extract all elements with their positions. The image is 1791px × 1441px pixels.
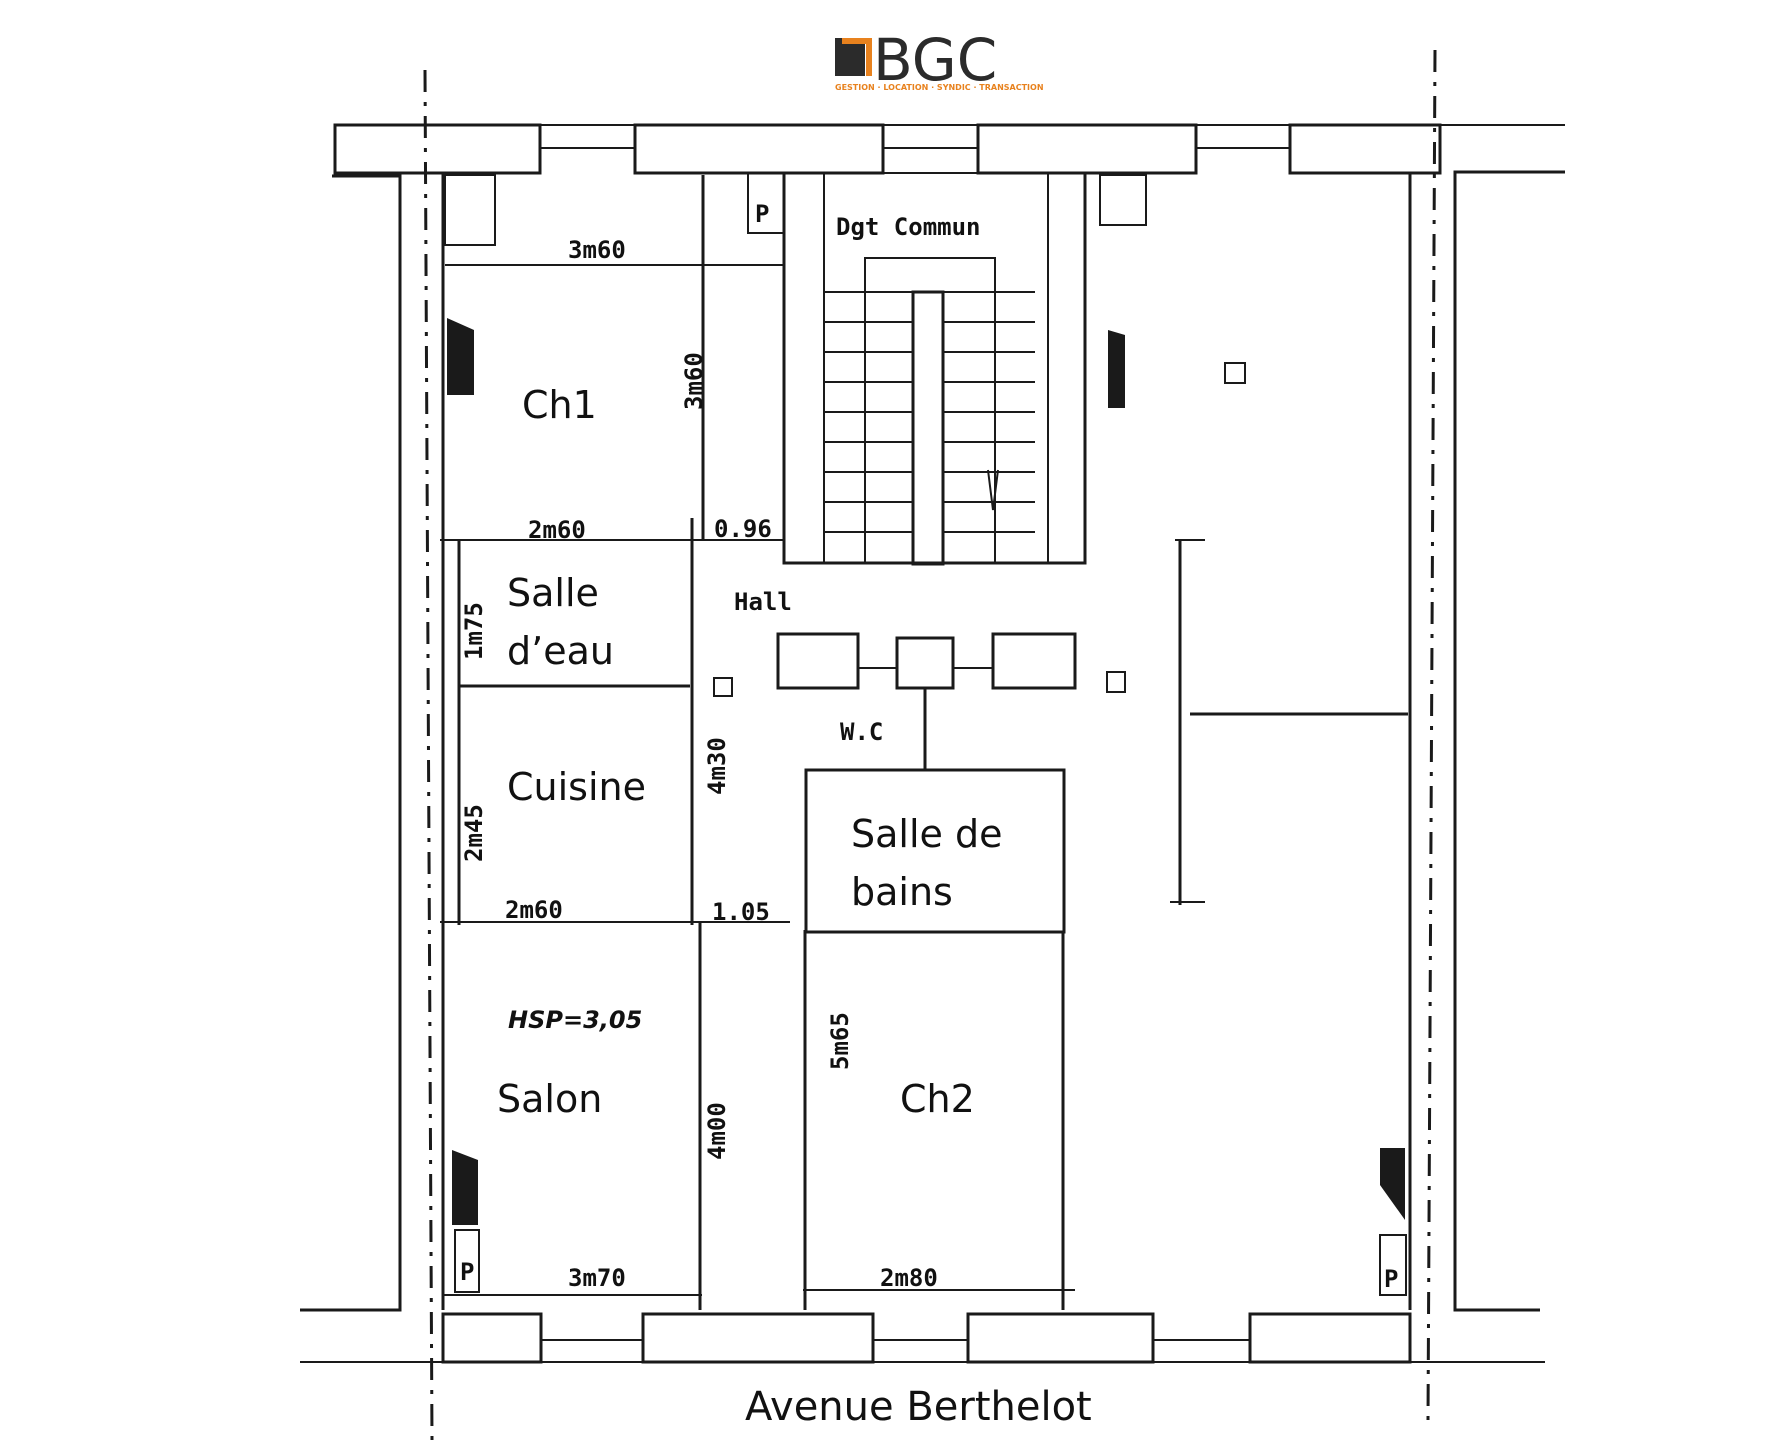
top-pier-2 [633,123,885,175]
left-neighbor-wall [300,174,402,1312]
ch1-label: Ch1 [522,383,597,427]
cuisine-dim-height: 2m45 [460,804,488,862]
wc-block [895,636,955,690]
right-neighbor-wall [1453,170,1565,1312]
ch1-dim-height: 3m60 [680,352,708,410]
salle-bains-label-1: Salle de [851,812,1002,856]
logo-bar-orange [842,38,872,44]
top-pier-3 [976,123,1198,175]
duct-icon-right [1106,671,1126,693]
logo-bar-orange-vertical [866,38,872,76]
neighbor-fireplace-top-icon [1108,330,1125,408]
ch1-cupboard [444,174,496,246]
stair-arrow-icon [987,469,999,511]
ch2-label: Ch2 [900,1077,975,1121]
salle-bains-walls [804,768,1066,934]
hall-label: Hall [734,588,792,616]
passage-dim-mid: 1.05 [712,898,770,926]
neighbor-fireplace-bottom-icon [1380,1148,1405,1220]
duct-icon-top [1224,362,1246,384]
salon-cupboard [454,1229,480,1293]
cuisine-dim-bottom: 2m60 [505,896,563,924]
neighbor-cupboard-label: P [1384,1265,1398,1293]
wc-label: W.C [840,718,883,746]
axis-line-left [423,69,434,1441]
ch2-dim-height: 5m65 [826,1012,854,1070]
salon-dim-height: 4m00 [703,1102,731,1160]
neighbor-apartment: P [1099,174,1408,1296]
logo-name: BGC [873,26,997,94]
stairwell: Dgt Commun P [747,172,1087,566]
ch1-dim-width: 3m60 [568,236,626,264]
salle-eau-dim-height: 1m75 [460,602,488,660]
room-salle-bains: Salle de bains [804,768,1066,934]
ch1-fireplace-icon [447,318,474,395]
placard-top-label: P [755,200,769,228]
axis-line-right [1426,49,1437,1421]
placard-top [747,172,785,234]
stair-well-core [911,290,945,566]
passage-dim-top: 0.96 [714,515,772,543]
room-ch2: 5m65 2m80 Ch2 [803,930,1075,1310]
exterior-walls [300,123,1565,1364]
salon-cupboard-label: P [460,1258,474,1286]
hall-closet-2 [991,632,1077,690]
bottom-pier-3 [966,1312,1155,1364]
room-salon: P HSP=3,05 Salon 4m00 3m70 [443,922,731,1310]
ceiling-height-note: HSP=3,05 [508,1006,642,1034]
bottom-pier-1 [441,1312,543,1364]
bgc-logo: BGC GESTION · LOCATION · SYNDIC · TRANSA… [835,26,1044,94]
salle-eau-label-2: d’eau [507,629,614,673]
ch2-dim-width: 2m80 [880,1264,938,1292]
stair-outline [864,257,996,564]
logo-tagline: GESTION · LOCATION · SYNDIC · TRANSACTIO… [835,83,1044,92]
room-salle-eau: 1m75 Salle d’eau [457,518,694,925]
duct-icon-left [713,677,733,697]
salle-bains-label-2: bains [851,870,953,914]
cuisine-label: Cuisine [507,765,646,809]
room-hall: Hall W.C 4m30 [703,362,1246,795]
bottom-pier-2 [641,1312,875,1364]
logo-square-dark [835,38,865,76]
dgt-commun-label: Dgt Commun [836,213,981,241]
hall-dim-height: 4m30 [703,737,731,795]
hall-closet-1 [776,632,860,690]
bottom-pier-4 [1248,1312,1412,1364]
neighbor-cupboard-top [1099,174,1147,226]
room-ch1: 3m60 3m60 2m60 0.96 Ch1 [440,174,785,544]
top-pier-1 [333,123,542,175]
salle-eau-label-1: Salle [507,571,599,615]
street-name: Avenue Berthelot [745,1384,1092,1430]
salon-dim-width: 3m70 [568,1264,626,1292]
salon-label: Salon [497,1077,602,1121]
top-pier-4 [1288,123,1442,175]
ch1-dim-bottom: 2m60 [528,516,586,544]
neighbor-cupboard-bottom [1379,1234,1407,1296]
salon-fireplace-icon [452,1150,478,1225]
room-cuisine: 2m45 2m60 1.05 Cuisine [440,765,790,926]
